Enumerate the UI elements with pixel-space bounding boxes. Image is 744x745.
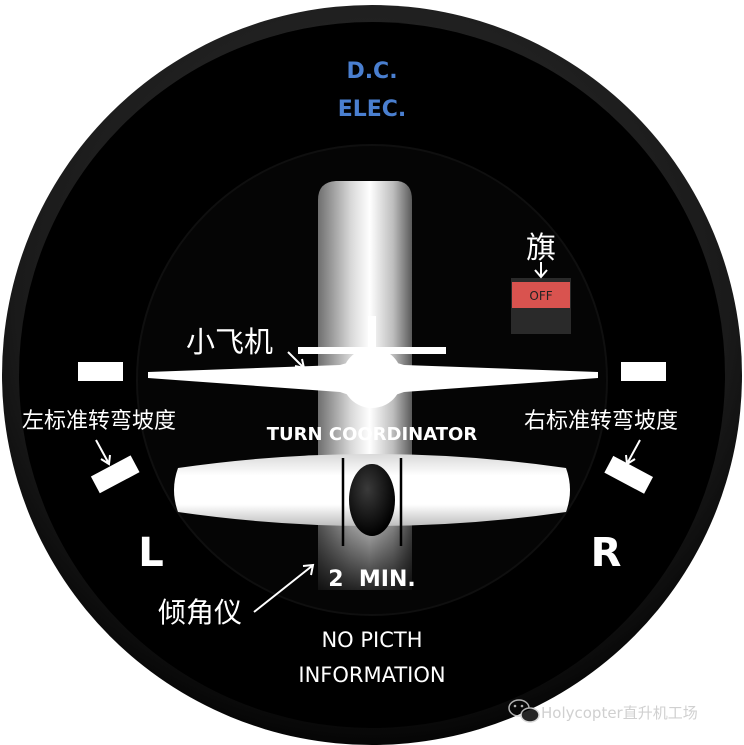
left-level-mark xyxy=(78,362,123,381)
wechat-icon xyxy=(508,699,540,723)
right-turn-mark: R xyxy=(591,530,622,576)
left-turn-mark: L xyxy=(138,530,164,576)
off-flag xyxy=(512,282,570,308)
inclinometer-annotation: 倾角仪 xyxy=(158,596,242,629)
instrument-name: TURN COORDINATOR xyxy=(267,424,478,445)
left-bank-annotation: 左标准转弯坡度 xyxy=(22,409,176,434)
inclinometer-arrow xyxy=(253,563,315,613)
airplane-annotation-arrow xyxy=(287,351,306,370)
two-minute-label: 2 MIN. xyxy=(328,567,415,592)
watermark-text: Holycopter直升机工场 xyxy=(541,704,698,722)
power-label-line2: ELEC. xyxy=(338,97,407,122)
right-standard-rate-mark xyxy=(604,455,654,494)
airplane-fuselage xyxy=(342,348,402,408)
inclinometer-ball xyxy=(349,464,395,536)
left-standard-rate-mark xyxy=(90,455,140,494)
flag-annotation: 旗 xyxy=(526,231,556,266)
left-bank-arrow xyxy=(95,439,111,466)
flag-arrow xyxy=(534,262,548,279)
miniature-airplane xyxy=(148,316,598,408)
airplane-annotation: 小飞机 xyxy=(186,325,273,359)
off-flag-text: OFF xyxy=(529,289,552,303)
right-bank-arrow xyxy=(625,439,641,466)
no-pitch-line2: INFORMATION xyxy=(298,663,445,687)
no-pitch-line1: NO PICTH xyxy=(321,628,422,652)
airplane-tail-fin xyxy=(368,316,376,362)
right-bank-annotation: 右标准转弯坡度 xyxy=(524,409,678,434)
power-label-line1: D.C. xyxy=(346,59,397,84)
watermark: Holycopter直升机工场 xyxy=(508,699,698,723)
right-level-mark xyxy=(621,362,666,381)
